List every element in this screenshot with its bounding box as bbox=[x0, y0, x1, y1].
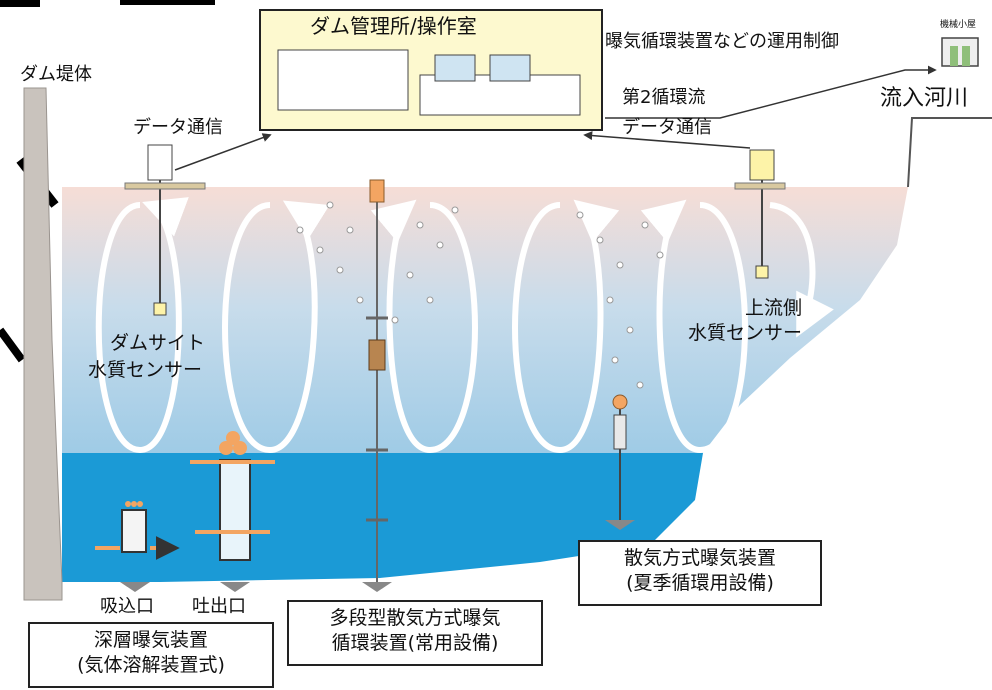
dam-body-label: ダム堤体 bbox=[20, 64, 92, 85]
control-room-title: ダム管理所/操作室 bbox=[310, 14, 477, 38]
data-arrows bbox=[174, 65, 937, 171]
bubbles bbox=[296, 201, 664, 389]
reservoir-upper-water bbox=[62, 187, 908, 453]
dam-body bbox=[23, 87, 63, 601]
operation-control-label: 曝気循環装置などの運用制御 bbox=[605, 31, 839, 52]
deep-aeration-title: 深層曝気装置 bbox=[93, 629, 208, 651]
upstream-sensor-label-1: 上流側 bbox=[745, 297, 803, 319]
inflow-river-label: 流入河川 bbox=[880, 86, 969, 111]
control-room bbox=[259, 9, 603, 131]
circulation-flows bbox=[95, 197, 834, 454]
diffuser-box: 散気方式曝気装置 (夏季循環用設備) bbox=[578, 540, 822, 606]
upstream-sensor-label-2: 水質センサー bbox=[688, 322, 803, 344]
multistage-subtitle: 循環装置(常用設備) bbox=[331, 631, 499, 654]
deep-aeration-box: 深層曝気装置 (気体溶解装置式) bbox=[28, 622, 274, 688]
background-stroke-top bbox=[0, 0, 215, 7]
damsite-sensor-label-1: ダムサイト bbox=[110, 332, 206, 354]
deep-aerator bbox=[95, 431, 275, 592]
damsite-sensor-label-2: 水質センサー bbox=[88, 359, 203, 381]
second-circulation-label: 第2循環流 bbox=[622, 87, 706, 108]
machine-house-label: 機械小屋 bbox=[940, 20, 977, 30]
inflow-channel bbox=[907, 117, 992, 188]
multistage-box: 多段型散気方式曝気 循環装置(常用設備) bbox=[287, 600, 543, 666]
diffuser-title: 散気方式曝気装置 bbox=[623, 547, 776, 569]
data-comm-left-label: データ通信 bbox=[133, 117, 223, 138]
multistage-title: 多段型散気方式曝気 bbox=[329, 607, 501, 629]
intake-label: 吸込口 bbox=[100, 596, 154, 617]
deep-aeration-subtitle: (気体溶解装置式) bbox=[77, 653, 225, 676]
outlet-label: 吐出口 bbox=[192, 596, 246, 617]
machine-house bbox=[941, 37, 979, 67]
sensors bbox=[124, 144, 786, 316]
diffuser-subtitle: (夏季循環用設備) bbox=[626, 571, 774, 594]
background-stroke-2 bbox=[0, 327, 26, 363]
data-comm-right-label: データ通信 bbox=[622, 117, 712, 138]
multistage-aerator bbox=[362, 179, 392, 592]
diffuser-device bbox=[605, 394, 635, 530]
